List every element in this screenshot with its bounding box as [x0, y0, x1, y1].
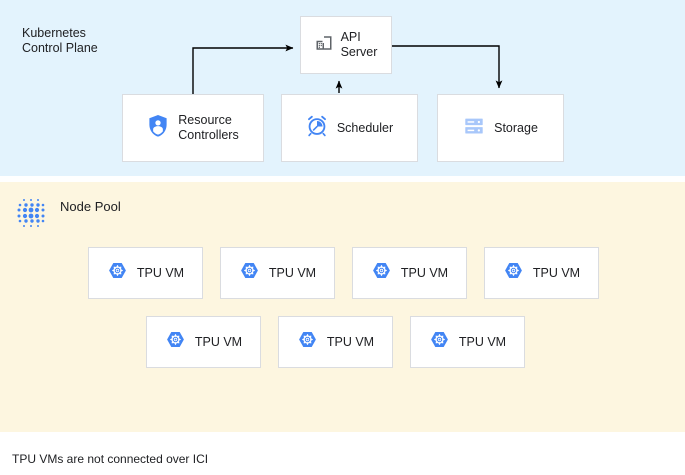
box-tpu-vm-label: TPU VM [268, 265, 317, 280]
box-tpu-vm[interactable]: TPU VM [410, 316, 525, 368]
box-tpu-vm[interactable]: TPU VM [88, 247, 203, 299]
tpu-hex-icon [371, 260, 392, 286]
server-rack-icon [463, 115, 485, 142]
box-tpu-vm[interactable]: TPU VM [146, 316, 261, 368]
node-pool-label: Node Pool [60, 199, 121, 214]
box-tpu-vm-label: TPU VM [194, 334, 243, 349]
shield-user-icon [147, 114, 169, 143]
box-resource-controllers-label: Resource Controllers [178, 113, 239, 142]
box-tpu-vm-label: TPU VM [400, 265, 449, 280]
tpu-hex-icon [165, 329, 186, 355]
node-pool-panel [0, 182, 685, 432]
tpu-hex-icon [239, 260, 260, 286]
box-api-server-label: API Server [340, 30, 378, 59]
box-storage-label: Storage [494, 120, 538, 135]
box-tpu-vm-label: TPU VM [458, 334, 507, 349]
tpu-hex-icon [297, 329, 318, 355]
box-scheduler-label: Scheduler [336, 120, 394, 135]
box-api-server[interactable]: API Server [300, 16, 392, 74]
tpu-hex-icon [107, 260, 128, 286]
box-scheduler[interactable]: Scheduler [281, 94, 418, 162]
alarm-clock-icon [306, 115, 328, 142]
box-tpu-vm[interactable]: TPU VM [352, 247, 467, 299]
tpu-hex-icon [429, 329, 450, 355]
box-tpu-vm[interactable]: TPU VM [484, 247, 599, 299]
box-tpu-vm-label: TPU VM [136, 265, 185, 280]
box-tpu-vm[interactable]: TPU VM [220, 247, 335, 299]
node-pool-dots-icon [12, 193, 50, 231]
box-storage[interactable]: Storage [437, 94, 564, 162]
building-icon [315, 34, 333, 57]
box-resource-controllers[interactable]: Resource Controllers [122, 94, 264, 162]
box-tpu-vm[interactable]: TPU VM [278, 316, 393, 368]
box-tpu-vm-label: TPU VM [532, 265, 581, 280]
tpu-hex-icon [503, 260, 524, 286]
control-plane-label: Kubernetes Control Plane [22, 26, 98, 55]
diagram-caption: TPU VMs are not connected over ICI [12, 452, 209, 466]
box-tpu-vm-label: TPU VM [326, 334, 375, 349]
